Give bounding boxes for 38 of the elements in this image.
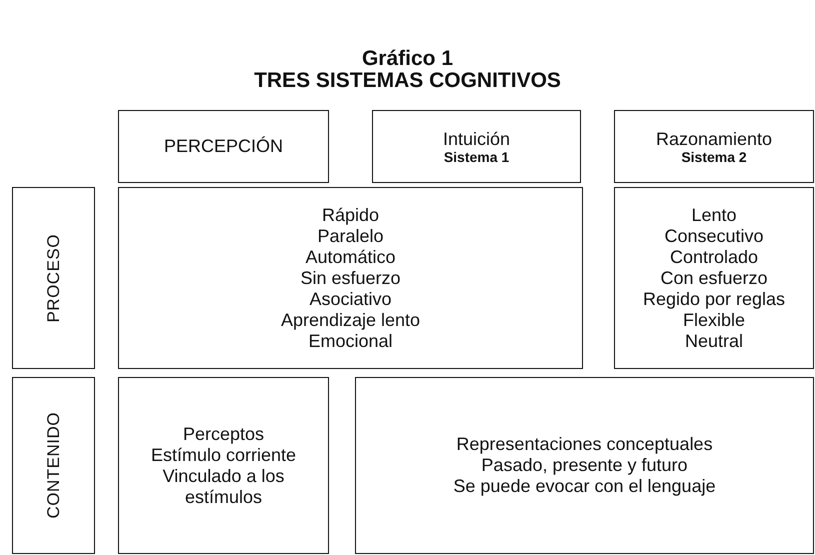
list-item: Emocional <box>308 330 393 352</box>
column-label: Intuición <box>442 128 510 150</box>
list-item: Consecutivo <box>664 226 764 246</box>
subtitle: TRES SISTEMAS COGNITIVOS <box>253 70 562 92</box>
list-item: Lento <box>691 204 737 226</box>
content-box <box>118 377 329 554</box>
list-item: Pasado, presente y futuro <box>481 455 688 476</box>
list-item: Representaciones conceptuales <box>456 434 713 455</box>
list-item: Flexible <box>682 310 746 330</box>
system-label: Sistema 2 <box>681 150 747 164</box>
list-item: Con esfuerzo <box>660 268 768 288</box>
list-item: Aprendizaje lento <box>280 310 420 330</box>
system-label: Sistema 1 <box>444 150 510 164</box>
row-label: CONTENIDO <box>44 412 64 519</box>
list-item: Asociativo <box>309 288 392 310</box>
row-header-box <box>12 377 95 554</box>
column-label: PERCEPCIÓN <box>164 136 284 157</box>
row-label: PROCESO <box>44 234 64 322</box>
content-box <box>355 377 814 554</box>
row-header-box <box>12 187 95 369</box>
list-item: Automático <box>305 246 396 268</box>
title: Gráfico 1 <box>360 48 454 70</box>
list-item: Neutral <box>684 330 744 352</box>
list-item: Paralelo <box>317 226 384 246</box>
list-item: Sin esfuerzo <box>300 268 401 288</box>
list-item: Regido por reglas <box>642 288 786 310</box>
column-header-box <box>372 110 581 183</box>
content-box <box>118 187 583 369</box>
list-item: Rápido <box>322 204 380 226</box>
column-label: Razonamiento <box>656 128 772 150</box>
list-item: Perceptos <box>182 424 264 444</box>
list-item: Se puede evocar con el lenguaje <box>453 476 716 497</box>
column-header-box <box>614 110 814 183</box>
list-item: Vinculado a los estímulos <box>162 466 286 508</box>
column-header-box <box>118 110 329 183</box>
list-item: Controlado <box>670 246 758 268</box>
list-item: Estímulo corriente <box>150 444 296 466</box>
content-box <box>614 187 814 369</box>
